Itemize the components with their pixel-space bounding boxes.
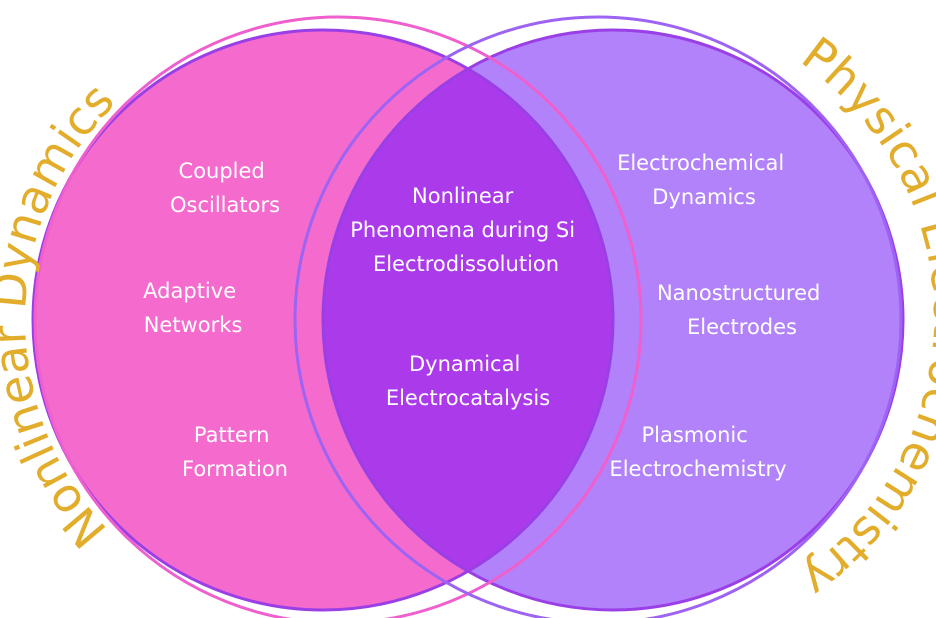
right-inner-ring [321,28,905,612]
right-item-nanostructured-electrodes: Nanostructured Electrodes [657,281,827,339]
overlap-item-si-electrodissolution: Nonlinear Phenomena during Si Electrodis… [350,184,582,276]
left-outer-ring [33,15,643,618]
left-item-adaptive-networks: Adaptive Networks [143,279,243,337]
overlap-item-dynamical-electrocatalysis: Dynamical Electrocatalysis [386,352,550,410]
left-inner-ring [31,28,615,612]
left-item-pattern-formation: Pattern Formation [182,423,288,481]
right-item-electrochemical-dynamics: Electrochemical Dynamics [617,151,791,209]
right-outer-ring [293,15,903,618]
overlap-region [323,30,613,610]
right-item-plasmonic-electrochemistry: Plasmonic Electrochemistry [609,423,786,481]
left-item-coupled-oscillators: Coupled Oscillators [170,159,280,217]
